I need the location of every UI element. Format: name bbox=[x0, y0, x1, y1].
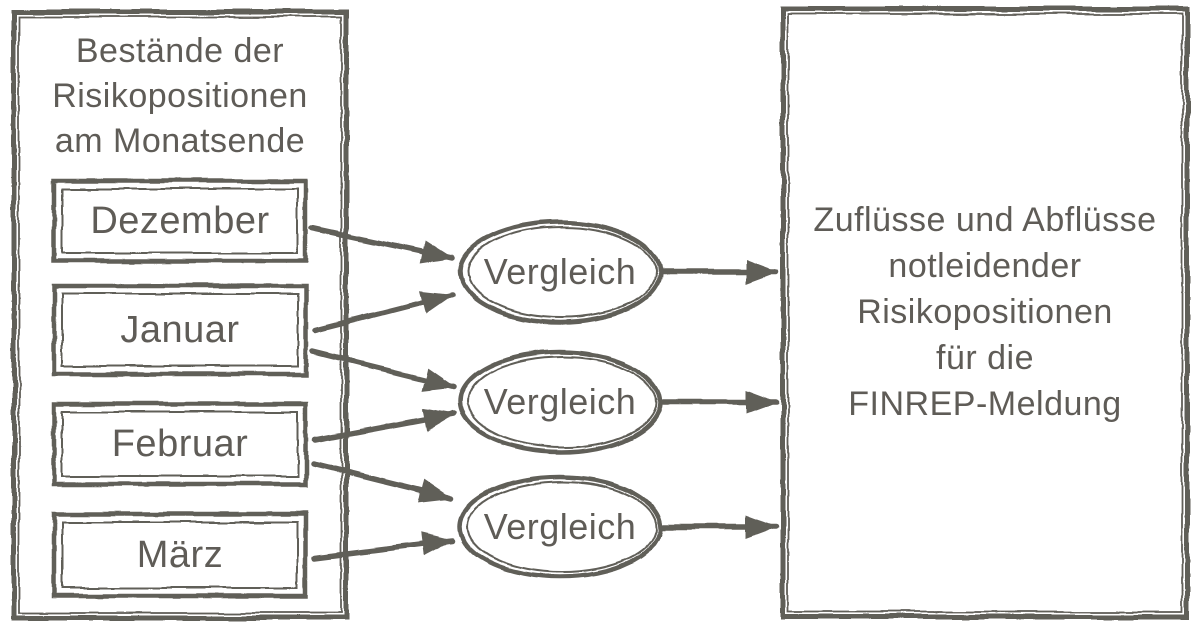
month-label-februar: Februar bbox=[111, 422, 249, 465]
right-panel-text: Zuflüsse und Abflüsse notleidender Risik… bbox=[813, 201, 1157, 423]
arrow-februar-to-vergleich-3 bbox=[310, 461, 453, 503]
left-panel-title: Bestände der Risikopositionen am Monatse… bbox=[52, 31, 308, 160]
right-panel-box bbox=[780, 6, 1190, 620]
left-panel-box bbox=[11, 9, 349, 621]
month-label-dezember: Dezember bbox=[90, 199, 270, 242]
arrow-dezember-to-vergleich-1 bbox=[309, 225, 455, 264]
month-box-februar bbox=[51, 401, 309, 487]
vergleich-ellipse-2 bbox=[457, 349, 663, 455]
arrow-februar-to-vergleich-2 bbox=[312, 407, 457, 443]
month-box-maerz bbox=[51, 511, 309, 599]
arrow-januar-to-vergleich-1 bbox=[312, 290, 455, 333]
month-box-dezember bbox=[51, 178, 309, 264]
vergleich-label-3: Vergleich bbox=[483, 506, 637, 547]
month-box-januar bbox=[51, 283, 309, 377]
month-label-januar: Januar bbox=[120, 308, 240, 351]
vergleich-ellipse-1 bbox=[457, 219, 663, 325]
vergleich-label-1: Vergleich bbox=[483, 251, 637, 292]
vergleich-label-2: Vergleich bbox=[483, 381, 637, 422]
arrow-maerz-to-vergleich-3 bbox=[312, 532, 455, 561]
vergleich-ellipse-3 bbox=[457, 474, 663, 580]
arrow-januar-to-vergleich-2 bbox=[310, 349, 457, 392]
month-label-maerz: März bbox=[136, 533, 224, 576]
